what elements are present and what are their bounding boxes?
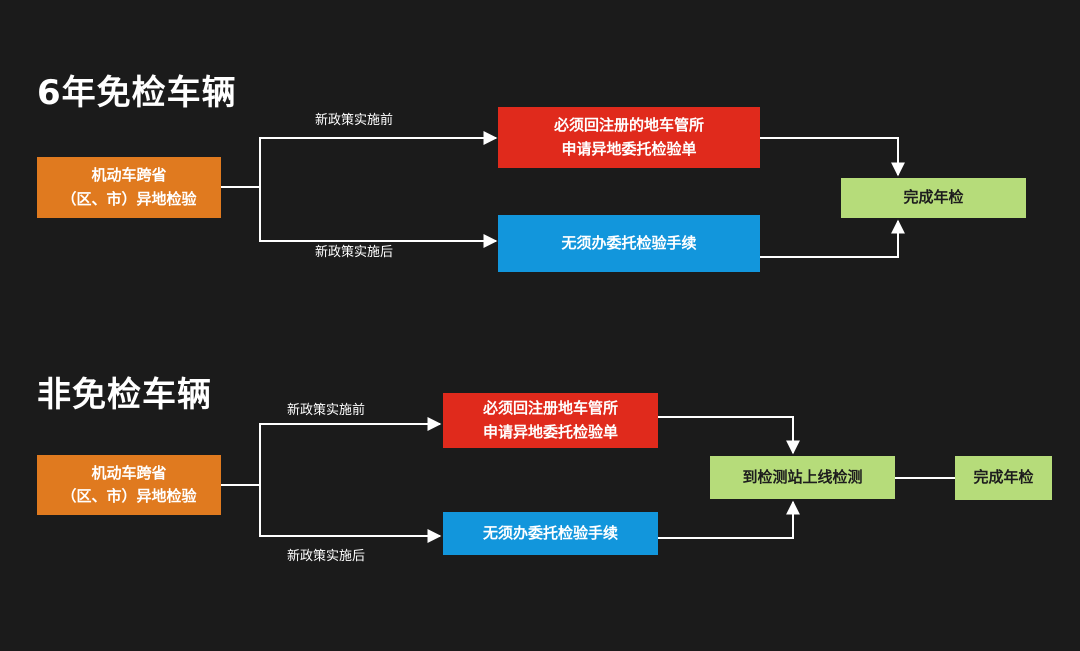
s1-start-box: 机动车跨省 （区、市）异地检验 [37,157,221,218]
s2-before-box: 必须回注册地车管所 申请异地委托检验单 [443,393,658,448]
s2-connector-start-to-after [259,485,442,543]
s2-end-box: 完成年检 [955,456,1052,500]
s2-middle-label: 到检测站上线检测 [742,467,863,486]
s2-start-line1: 机动车跨省 [91,463,167,482]
s2-start-box: 机动车跨省 （区、市）异地检验 [37,455,221,515]
s1-connector-after-to-end [760,219,905,258]
s2-middle-box: 到检测站上线检测 [710,456,895,499]
s1-start-line2: （区、市）异地检验 [61,189,197,208]
section2-title: 非免检车辆 [37,375,212,415]
s1-before-line1: 必须回注册的地车管所 [553,116,704,135]
s1-before-line2: 申请异地委托检验单 [561,139,697,158]
s1-start-line1: 机动车跨省 [91,166,167,185]
s1-after-label: 新政策实施后 [315,245,394,260]
s2-before-label: 新政策实施前 [287,403,366,418]
s2-after-label: 新政策实施后 [287,549,366,564]
s1-connector-before-to-end [760,137,905,177]
s1-before-box: 必须回注册的地车管所 申请异地委托检验单 [498,107,760,168]
s1-after-line1: 无须办委托检验手续 [561,233,697,252]
s2-end-label: 完成年检 [973,468,1034,487]
s2-start-line2: （区、市）异地检验 [61,487,197,505]
s1-before-label: 新政策实施前 [315,113,394,128]
s1-connector-start-to-after [259,187,498,248]
s1-connector-start-to-before [221,131,498,188]
s2-before-line2: 申请异地委托检验单 [482,422,618,441]
s2-connector-after-to-middle [658,500,800,539]
s2-after-box: 无须办委托检验手续 [443,512,658,555]
s2-after-line1: 无须办委托检验手续 [482,523,618,542]
s2-connector-start-to-before [221,417,442,486]
s1-end-box: 完成年检 [841,178,1026,218]
s2-connector-before-to-middle [658,416,800,455]
s1-after-box: 无须办委托检验手续 [498,215,760,272]
s1-end-label: 完成年检 [903,188,964,207]
section1-title: 6年免检车辆 [37,73,237,113]
s2-before-line1: 必须回注册地车管所 [482,399,618,418]
